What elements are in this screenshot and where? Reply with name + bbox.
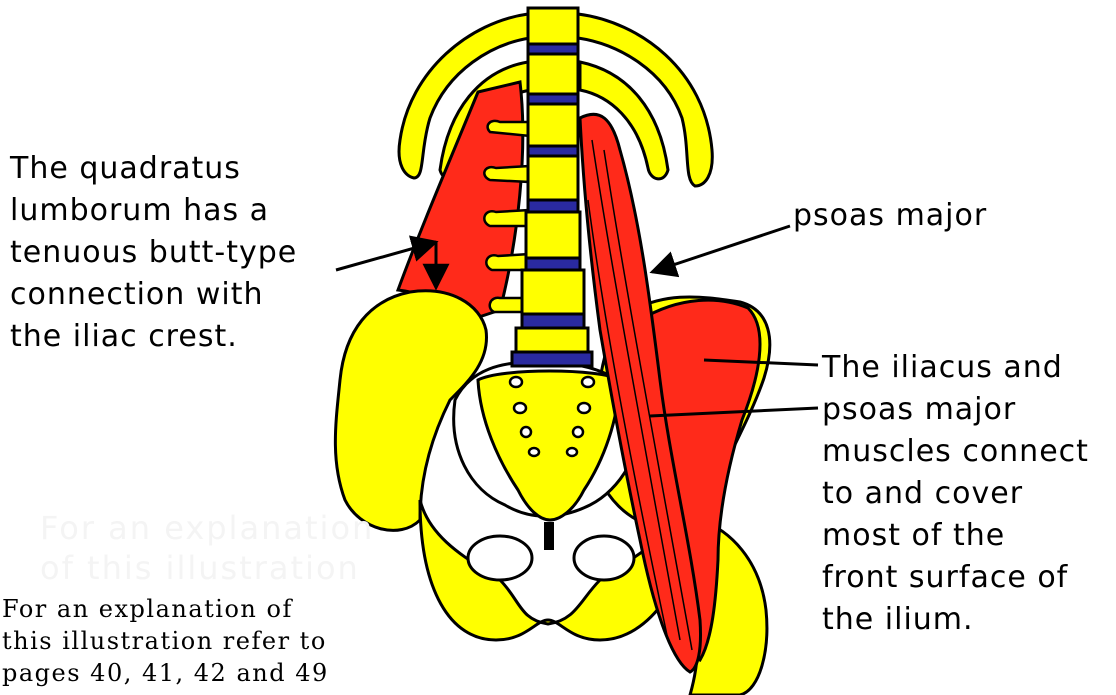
iliacus-label-line-5: most of the — [822, 515, 1089, 557]
iliacus-label-line-2: psoas major — [822, 389, 1089, 431]
ghost-line-2: of this illustration — [40, 548, 374, 588]
reference-line-2: this illustration refer to — [2, 625, 329, 657]
pubic-symphysis — [544, 522, 554, 550]
ghost-line-1: For an explanation — [40, 508, 374, 548]
reference-note: For an explanation of this illustration … — [2, 593, 329, 689]
iliacus-label-line-6: front surface of — [822, 557, 1089, 599]
quadratus-label-line-4: connection with — [10, 274, 297, 316]
reference-line-1: For an explanation of — [2, 593, 329, 625]
psoas-leader-arrow — [652, 226, 790, 272]
left-obturator-foramen — [468, 536, 532, 580]
reference-line-3: pages 40, 41, 42 and 49 — [2, 657, 329, 689]
right-obturator-foramen — [574, 536, 634, 580]
iliacus-psoas-label: The iliacus and psoas major muscles conn… — [822, 347, 1089, 641]
iliacus-label-line-3: muscles connect — [822, 431, 1089, 473]
quadratus-label-line-1: The quadratus — [10, 148, 297, 190]
psoas-major-label: psoas major — [793, 195, 987, 237]
iliacus-label-line-7: the ilium. — [822, 599, 1089, 641]
quadratus-label-line-2: lumborum has a — [10, 190, 297, 232]
quadratus-lumborum-label: The quadratus lumborum has a tenuous but… — [10, 148, 297, 358]
iliacus-label-line-1: The iliacus and — [822, 347, 1089, 389]
iliacus-label-line-4: to and cover — [822, 473, 1089, 515]
ghost-watermark-text: For an explanation of this illustration — [40, 508, 374, 588]
quadratus-label-line-3: tenuous butt-type — [10, 232, 297, 274]
quadratus-label-line-5: the iliac crest. — [10, 316, 297, 358]
